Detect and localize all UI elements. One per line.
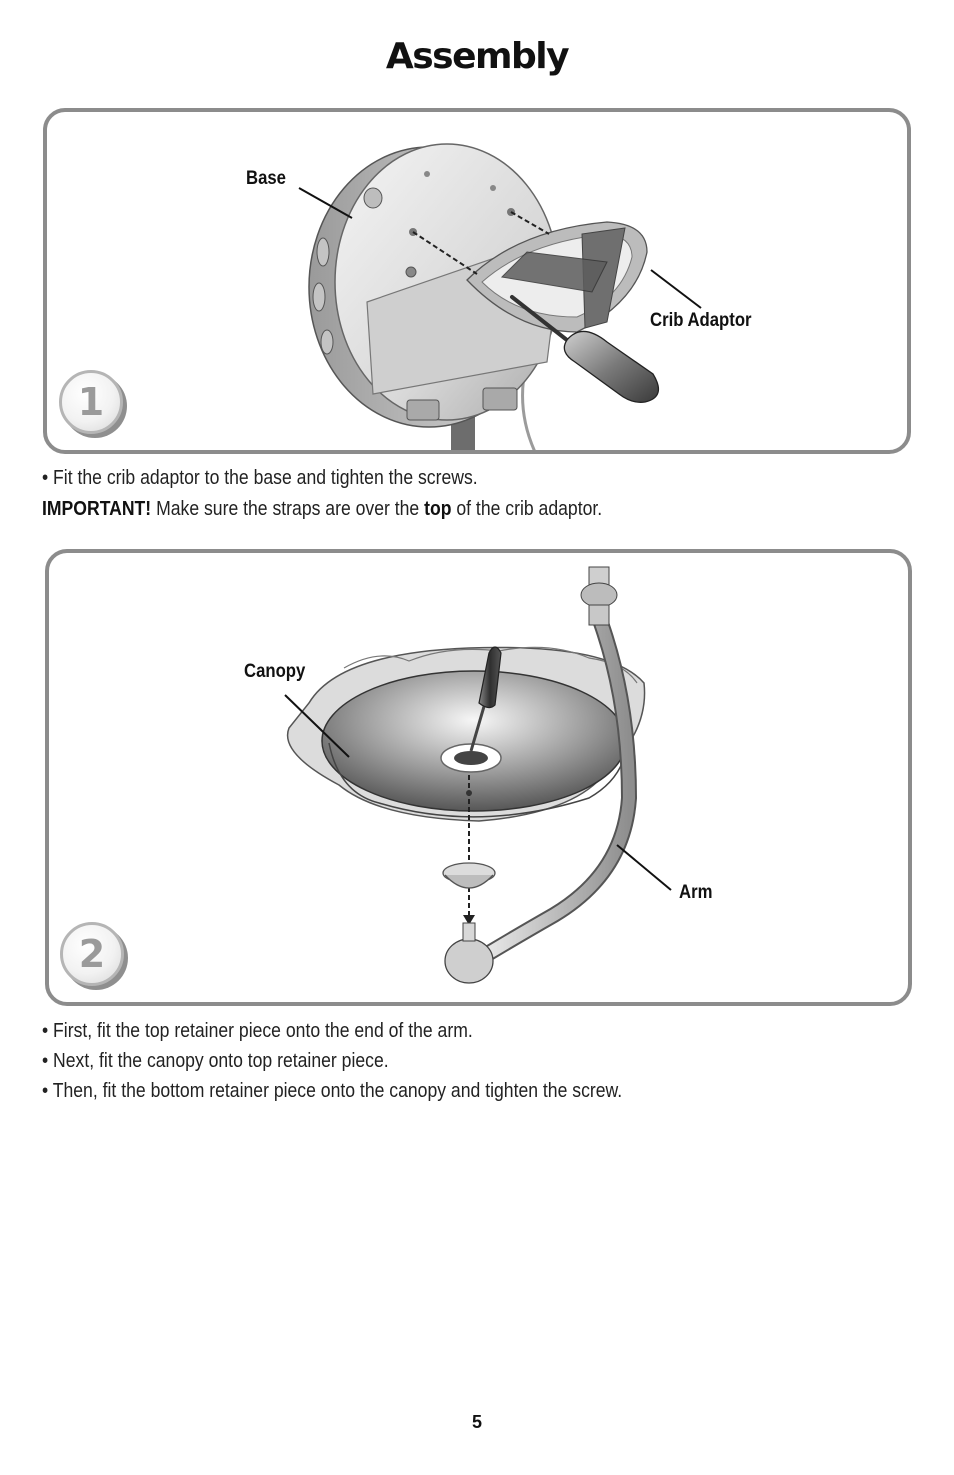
step-2-number: 2 bbox=[78, 932, 106, 976]
step-2-panel: Canopy Arm 2 bbox=[45, 549, 912, 1006]
step-2-instruction-3: • Then, fit the bottom retainer piece on… bbox=[42, 1080, 623, 1102]
label-canopy: Canopy bbox=[244, 661, 306, 682]
page-title: Assembly bbox=[385, 36, 570, 77]
step-1-number: 1 bbox=[77, 380, 105, 424]
label-crib-adaptor: Crib Adaptor bbox=[650, 310, 752, 331]
screwdriver-icon bbox=[478, 646, 502, 709]
label-base: Base bbox=[246, 168, 286, 189]
step-2-instruction-2: • Next, fit the canopy onto top retainer… bbox=[42, 1050, 389, 1072]
important-text-before: Make sure the straps are over the bbox=[151, 498, 425, 520]
arm-shape bbox=[483, 617, 636, 959]
canopy-arm-illustration bbox=[284, 566, 672, 984]
step-2-instruction-1: • First, fit the top retainer piece onto… bbox=[42, 1020, 473, 1042]
important-text-after: of the crib adaptor. bbox=[451, 498, 603, 520]
arm-end-shape bbox=[444, 938, 494, 984]
important-emphasis: top bbox=[424, 498, 452, 520]
label-arm: Arm bbox=[679, 882, 713, 903]
step-1-panel: Base Crib Adaptor 1 bbox=[43, 108, 911, 454]
screwdriver-icon bbox=[563, 330, 660, 403]
page-number: 5 bbox=[471, 1412, 482, 1432]
screwdriver-shaft bbox=[510, 295, 574, 346]
step-1-important-note: IMPORTANT! Make sure the straps are over… bbox=[42, 498, 602, 521]
important-prefix: IMPORTANT! bbox=[42, 498, 152, 520]
step-2-badge: 2 bbox=[60, 922, 128, 990]
step-1-badge: 1 bbox=[59, 370, 127, 438]
step-1-instruction: • Fit the crib adaptor to the base and t… bbox=[42, 467, 478, 489]
base-adaptor-illustration bbox=[298, 143, 702, 450]
